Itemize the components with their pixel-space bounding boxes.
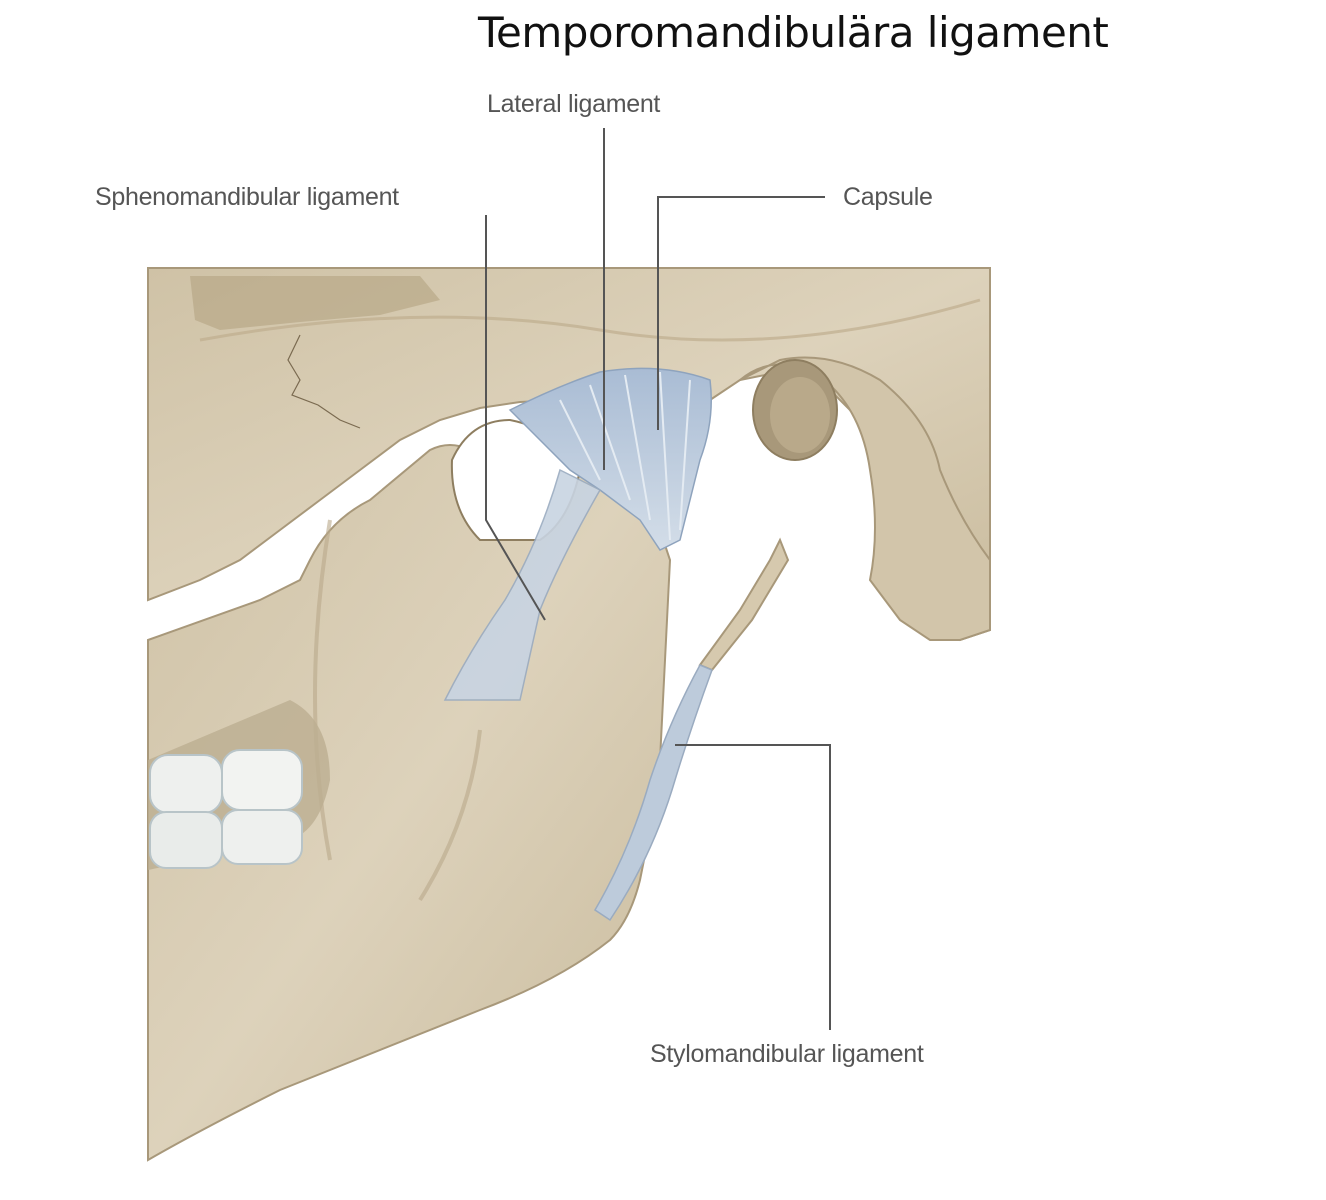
sphenomandibular-ligament	[443, 468, 602, 701]
label-lateral-ligament: Lateral ligament	[487, 90, 661, 118]
external-ear-canal	[739, 356, 991, 641]
stylomandibular-ligament	[593, 664, 713, 922]
leader-line-capsule	[657, 196, 825, 430]
leader-lines	[485, 128, 831, 1030]
leader-line-sphenomandibular	[485, 215, 546, 621]
label-sphenomandibular-ligament: Sphenomandibular ligament	[95, 183, 399, 211]
leader-line-stylomandibular	[675, 744, 831, 1030]
capsule-lateral-ligament	[508, 367, 712, 551]
styloid-process	[698, 537, 790, 672]
label-stylomandibular-ligament: Stylomandibular ligament	[650, 1040, 924, 1068]
label-capsule: Capsule	[843, 183, 933, 211]
diagram-title: Temporomandibulära ligament	[478, 8, 1109, 57]
teeth	[149, 749, 303, 869]
